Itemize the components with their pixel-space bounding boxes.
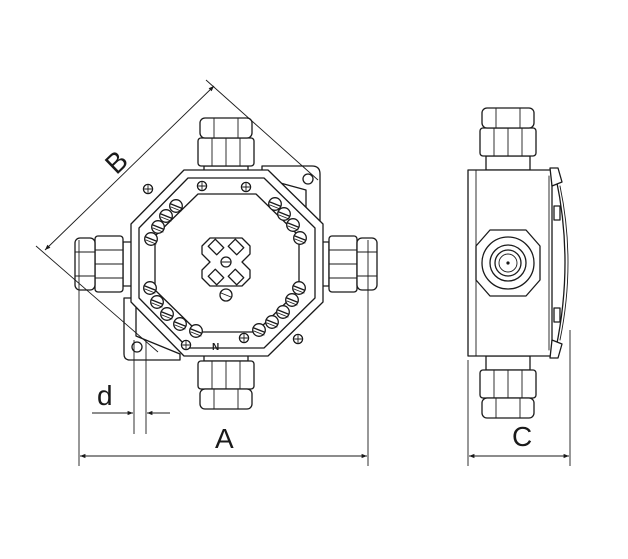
side-top-cable-gland <box>479 107 537 171</box>
lid-screw-mid-top <box>196 180 208 192</box>
dimension-d-label: d <box>97 380 113 411</box>
side-view-dimensions: C <box>467 330 571 466</box>
left-cable-gland <box>74 235 138 293</box>
lid-screw-bottom-right <box>292 333 304 345</box>
side-lid-latch-bottom <box>549 339 563 359</box>
dimension-b-label: B <box>99 145 134 180</box>
side-bottom-cable-gland <box>479 355 537 419</box>
side-lid-latch-top <box>549 167 563 187</box>
side-view <box>467 107 569 419</box>
lid-screw-top-right <box>240 181 252 193</box>
top-right-mounting-hole <box>302 173 314 185</box>
dimension-a-label: A <box>215 423 234 454</box>
dimension-b-line <box>44 85 215 251</box>
lid-screw-mid-bottom <box>238 332 250 344</box>
lid-screw-bottom-left <box>180 339 192 351</box>
neutral-terminal-mark: N <box>212 342 219 353</box>
bottom-left-mounting-hole <box>131 341 143 353</box>
side-front-gland <box>475 229 541 297</box>
enclosure-inner-wall <box>138 177 316 349</box>
central-link-block <box>201 237 251 302</box>
lid-screw-top-left <box>142 183 154 195</box>
dimension-c-label: C <box>512 421 532 452</box>
